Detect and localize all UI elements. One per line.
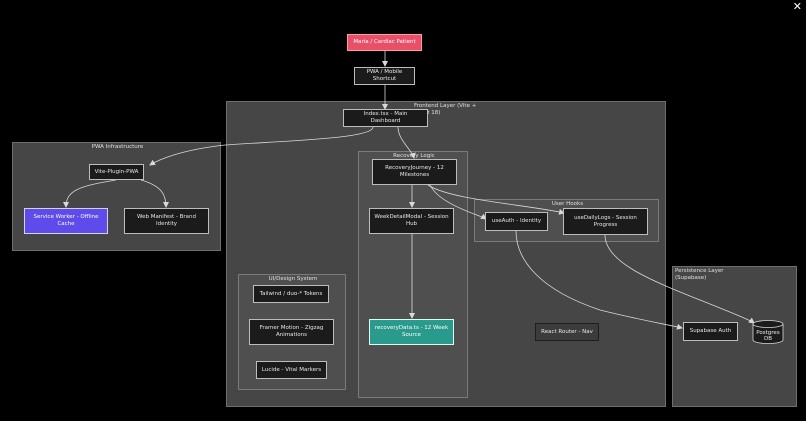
node-postgres-label: Postgres DB xyxy=(756,330,780,342)
node-pwa-shortcut[interactable]: PWA / Mobile Shortcut xyxy=(354,67,415,85)
node-use-daily-logs[interactable]: useDailyLogs - Session Progress xyxy=(563,208,648,235)
close-icon[interactable]: ✕ xyxy=(792,0,802,13)
node-vite-pwa[interactable]: Vite-Plugin-PWA xyxy=(89,164,144,180)
node-lucide[interactable]: Lucide - Vital Markers xyxy=(256,361,327,379)
database-icon xyxy=(752,320,784,344)
edge-journey-logs xyxy=(427,184,565,215)
node-postgres[interactable]: Postgres DB xyxy=(752,320,784,344)
cluster-pwa-label: PWA Infrastructure xyxy=(91,144,144,150)
edge-vite-manifest xyxy=(140,179,169,208)
cluster-recovery: Recovery Logic xyxy=(358,151,468,398)
cluster-hooks-label: User Hooks xyxy=(551,201,584,207)
node-journey[interactable]: RecoveryJourney - 12 Milestones xyxy=(372,159,457,185)
node-patient[interactable]: Maria / Cardiac Patient xyxy=(347,34,422,51)
node-tailwind[interactable]: Tailwind / duo-* Tokens xyxy=(253,285,329,303)
edge-index-journey xyxy=(397,126,416,159)
edge-journey-auth xyxy=(429,184,487,220)
node-manifest[interactable]: Web Manifest - Brand Identity xyxy=(124,208,209,234)
node-week-modal[interactable]: WeekDetailModal - Session Hub xyxy=(369,208,454,234)
node-recovery-data[interactable]: recoveryData.ts - 12 Week Source xyxy=(369,319,454,345)
node-index[interactable]: Index.tsx - Main Dashboard xyxy=(343,109,428,127)
node-service-worker[interactable]: Service Worker - Offline Cache xyxy=(24,208,108,234)
edge-auth-supabase xyxy=(515,230,683,330)
edge-logs-postgres xyxy=(604,234,755,324)
node-router[interactable]: React Router - Nav xyxy=(535,323,599,341)
node-router-label: React Router - Nav xyxy=(541,328,593,335)
cluster-ui-label: UI/Design System xyxy=(268,276,318,282)
edge-index-vite xyxy=(149,126,374,166)
node-use-auth[interactable]: useAuth - Identity xyxy=(485,212,548,231)
edge-vite-sw xyxy=(63,179,117,208)
node-framer[interactable]: Framer Motion - Zigzag Animations xyxy=(249,319,334,345)
cluster-persistence-label: Persistence Layer (Supabase) xyxy=(675,268,724,281)
node-supabase-auth[interactable]: Supabase Auth xyxy=(683,322,738,341)
